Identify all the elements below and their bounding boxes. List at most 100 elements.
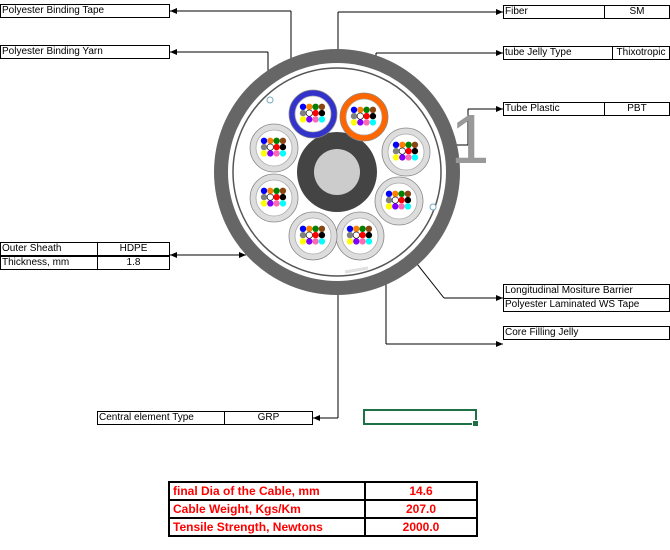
fiber-dot	[346, 231, 354, 239]
fiber-dot	[363, 112, 370, 120]
label-central-element: Central element Type GRP	[97, 411, 313, 425]
fiber-dot	[385, 190, 393, 197]
fiber-dot	[369, 119, 377, 126]
fiber-dot	[299, 225, 307, 232]
label-barrier-line1: Longitudinal Mositure Barrier	[503, 284, 670, 298]
fiber-dot	[306, 103, 313, 111]
fiber-dot	[267, 200, 274, 207]
fiber-dot	[299, 109, 307, 117]
fiber-dot	[312, 238, 319, 245]
tube-7	[249, 173, 299, 223]
result-row-weight: Cable Weight, Kgs/Km 207.0	[168, 499, 478, 519]
fiber-dot	[266, 143, 274, 151]
fiber-dot	[306, 225, 313, 232]
tube-blue	[288, 89, 338, 139]
result-key: Cable Weight, Kgs/Km	[168, 499, 366, 519]
result-row-tensile: Tensile Strength, Newtons 2000.0	[168, 517, 478, 537]
fiber-dot	[399, 154, 406, 161]
fiber-dot	[260, 200, 268, 207]
fiber-dot	[312, 231, 319, 239]
label-binding-yarn: Polyester Binding Yarn	[0, 45, 170, 59]
fiber-dot	[305, 231, 313, 239]
fiber-dot	[318, 231, 326, 239]
fiber-dot	[365, 231, 373, 239]
fiber-dot	[369, 106, 377, 114]
fiber-dot	[312, 109, 319, 117]
fiber-dot	[318, 116, 326, 123]
fiber-dot	[392, 147, 400, 155]
fiber-dot	[357, 106, 364, 114]
fiber-dot	[279, 150, 287, 157]
fiber-dot	[363, 119, 370, 126]
fiber-dot	[359, 225, 366, 232]
result-row-diameter: final Dia of the Cable, mm 14.6	[168, 481, 478, 501]
fiber-dot	[392, 203, 399, 210]
fiber-dot	[350, 106, 358, 114]
binding-yarn-dot-2	[429, 203, 437, 211]
fiber-dot	[391, 196, 399, 204]
fiber-dot	[398, 147, 406, 155]
fiber-dot	[273, 150, 280, 157]
fiber-dot	[273, 200, 280, 207]
fiber-dot	[279, 187, 287, 194]
result-key: final Dia of the Cable, mm	[168, 481, 366, 501]
fiber-dot	[385, 203, 393, 210]
ws-tape-ring	[232, 67, 442, 277]
label-core-filling: Core Filling Jelly	[503, 326, 670, 340]
tube-orange	[339, 92, 389, 142]
fiber-dot	[260, 187, 268, 194]
fiber-dot	[363, 106, 370, 114]
fiber-dot	[279, 200, 287, 207]
fiber-dot	[318, 225, 326, 232]
result-value: 207.0	[364, 499, 478, 519]
fiber-dot	[365, 238, 373, 245]
fiber-dot	[312, 116, 319, 123]
fiber-dot	[306, 238, 313, 245]
fiber-dot	[318, 109, 326, 117]
fiber-dot	[350, 112, 358, 120]
fiber-dot	[369, 112, 377, 120]
fiber-dot	[266, 193, 274, 201]
fiber-dot	[273, 137, 280, 144]
fiber-dot	[411, 147, 419, 155]
result-key: Tensile Strength, Newtons	[168, 517, 366, 537]
fiber-dot	[356, 112, 364, 120]
fiber-dot	[279, 143, 287, 151]
label-thickness: Thickness, mm 1.8	[0, 256, 170, 270]
fiber-dot	[318, 238, 326, 245]
fiber-dot	[318, 103, 326, 111]
fiber-dot	[260, 150, 268, 157]
tube-8	[249, 123, 299, 173]
fiber-dot	[299, 231, 307, 239]
fiber-dot	[260, 137, 268, 144]
fiber-dot	[353, 238, 360, 245]
fiber-dot	[392, 190, 399, 197]
fiber-dot	[359, 231, 366, 239]
fiber-dot	[299, 103, 307, 111]
tube-6	[288, 211, 338, 261]
fiber-dot	[392, 154, 400, 161]
fill-handle[interactable]	[472, 420, 479, 427]
fiber-dot	[405, 141, 412, 148]
fiber-dot	[267, 187, 274, 194]
central-element-grp	[314, 149, 360, 195]
fiber-dot	[299, 116, 307, 123]
fiber-dot	[279, 137, 287, 144]
selected-cell[interactable]	[363, 409, 479, 427]
label-outer-sheath: Outer Sheath HDPE	[0, 242, 170, 256]
binding-yarn-dot	[266, 96, 274, 104]
result-value: 14.6	[364, 481, 478, 501]
fiber-dot	[312, 225, 319, 232]
fiber-dot	[312, 103, 319, 111]
fiber-dot	[352, 231, 360, 239]
fiber-dot	[404, 203, 412, 210]
tube-count-number: 1	[451, 100, 490, 178]
label-fiber: Fiber SM	[503, 5, 670, 19]
fiber-dot	[273, 143, 280, 151]
fiber-dot	[411, 154, 419, 161]
label-tube-plastic: Tube Plastic PBT	[503, 102, 670, 116]
fiber-dot	[273, 187, 280, 194]
fiber-dot	[404, 196, 412, 204]
fiber-dot	[299, 238, 307, 245]
